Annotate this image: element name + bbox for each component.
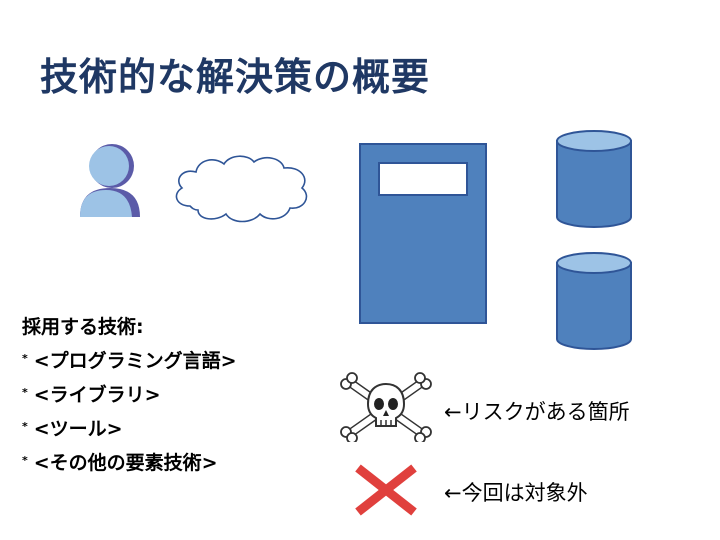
user-icon xyxy=(80,144,140,217)
cloud-icon xyxy=(175,155,308,223)
tech-list-heading: 採用する技術: xyxy=(22,316,144,338)
skull-crossbones-icon xyxy=(340,372,432,442)
database-icon xyxy=(556,130,632,228)
legend-excluded-text: ←今回は対象外 xyxy=(444,481,588,505)
database-icon xyxy=(556,252,632,350)
legend-risk-text: ←リスクがある箇所 xyxy=(444,400,630,424)
slide-title: 技術的な解決策の概要 xyxy=(40,55,431,99)
list-item: *<ツール> xyxy=(22,418,123,440)
list-item: *<プログラミング言語> xyxy=(22,350,237,372)
red-x-icon xyxy=(355,464,417,516)
tech-list: 採用する技術: *<プログラミング言語> *<ライブラリ> *<ツール> *<そ… xyxy=(22,312,237,479)
list-item: *<その他の要素技術> xyxy=(22,452,218,474)
system-box-label-area xyxy=(378,162,468,196)
list-item: *<ライブラリ> xyxy=(22,384,161,406)
